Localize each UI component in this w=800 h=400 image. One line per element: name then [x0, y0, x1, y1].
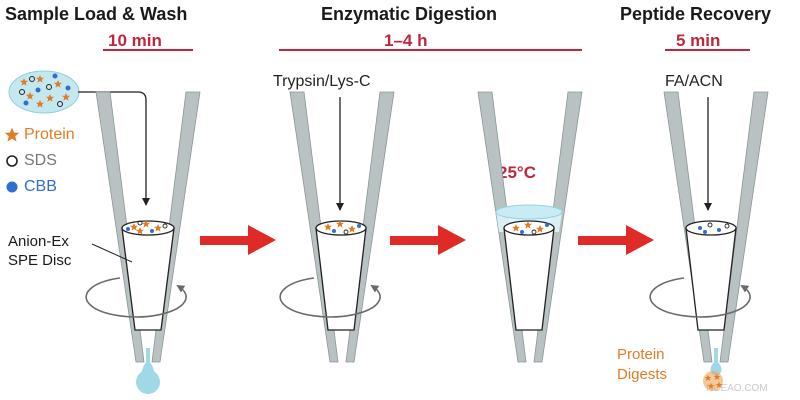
disc-label-line-1: Anion-Ex: [8, 233, 69, 250]
spe-disc-2: [315, 220, 367, 331]
stage-2-time: 1–4 h: [384, 31, 428, 50]
legend-protein: Protein: [24, 126, 75, 143]
process-arrow-2: [390, 225, 466, 255]
rotation-arrow-2: [279, 277, 381, 318]
legend-sds-icon: [6, 155, 18, 167]
disc-label-line-2: SPE Disc: [8, 252, 72, 269]
disc-label-leader: [91, 243, 133, 263]
spe-disc-1: [121, 220, 175, 331]
legend-sds: SDS: [24, 152, 57, 169]
digest-label-line-2: Digests: [617, 366, 668, 383]
process-arrow-1: [200, 225, 276, 255]
stage-1-title: Sample Load & Wash: [5, 4, 188, 24]
rotation-arrow-1: [85, 277, 187, 318]
load-arrow: [78, 91, 150, 206]
process-arrow-3: [578, 225, 654, 255]
sample-blob: [8, 70, 80, 114]
stage-3-title: Peptide Recovery: [620, 4, 772, 24]
rotation-arrow-4: [649, 277, 751, 318]
spe-disc-4: [685, 220, 737, 331]
droplet-4: [710, 348, 722, 376]
stage-2-title: Enzymatic Digestion: [321, 4, 498, 24]
legend-star-icon: [4, 127, 20, 142]
legend-cbb-icon: [6, 181, 18, 193]
watermark: NCEAO.COM: [706, 383, 768, 394]
stage-1-time: 10 min: [108, 31, 162, 50]
temperature-label: 25°C: [498, 163, 536, 182]
stage-3-time: 5 min: [676, 31, 721, 50]
digest-cluster: [703, 371, 723, 391]
legend-cbb: CBB: [24, 178, 57, 195]
reagent-trypsin: Trypsin/Lys-C: [273, 73, 371, 90]
digest-label-line-1: Protein: [617, 346, 665, 363]
spe-disc-3: [503, 220, 555, 331]
reagent-fa-acn: FA/ACN: [665, 73, 723, 90]
